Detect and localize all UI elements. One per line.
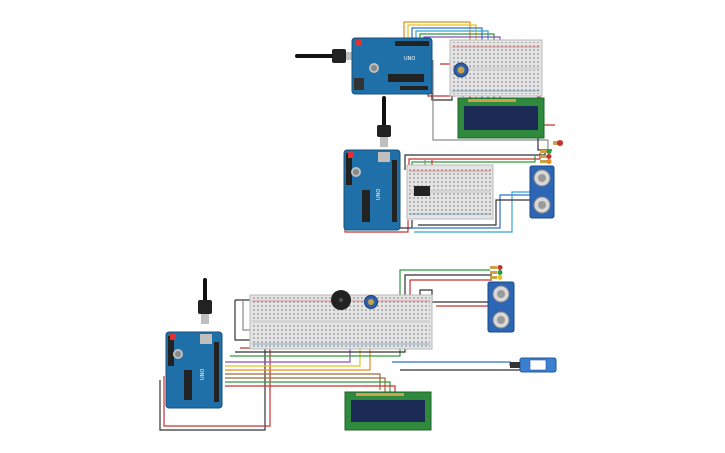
circuit-2: UNO	[343, 96, 555, 233]
lcd-16x2[interactable]	[457, 97, 545, 139]
lcd-16x2[interactable]	[344, 391, 432, 431]
arduino-uno[interactable]: UNO	[165, 331, 223, 409]
ultrasonic-sensor[interactable]	[529, 165, 555, 219]
potentiometer[interactable]	[364, 295, 378, 309]
circuit-3: UNO	[159, 265, 557, 431]
led-red[interactable]	[490, 265, 503, 270]
board-marking: UNO	[404, 56, 415, 62]
led-red[interactable]	[553, 140, 563, 146]
potentiometer[interactable]	[453, 62, 469, 78]
piezo-buzzer[interactable]	[331, 290, 351, 310]
arduino-uno[interactable]: UNO	[351, 37, 433, 95]
usb-cable	[295, 49, 356, 63]
board-marking: UNO	[376, 189, 382, 200]
usb-cable	[377, 96, 391, 147]
arduino-uno[interactable]: UNO	[343, 149, 401, 231]
usb-cable	[198, 278, 212, 324]
led-yellow[interactable]	[490, 275, 503, 280]
servo-motor[interactable]	[510, 357, 557, 373]
breadboard[interactable]	[449, 39, 543, 97]
breadboard[interactable]	[249, 294, 433, 350]
circuit-1: UNO	[295, 21, 563, 152]
led-orange[interactable]	[540, 159, 552, 164]
board-marking: UNO	[200, 369, 206, 380]
led-red[interactable]	[540, 154, 552, 159]
ic-chip[interactable]	[414, 186, 430, 196]
led-green[interactable]	[540, 149, 552, 154]
ultrasonic-sensor[interactable]	[487, 281, 515, 333]
led-green[interactable]	[490, 270, 503, 275]
